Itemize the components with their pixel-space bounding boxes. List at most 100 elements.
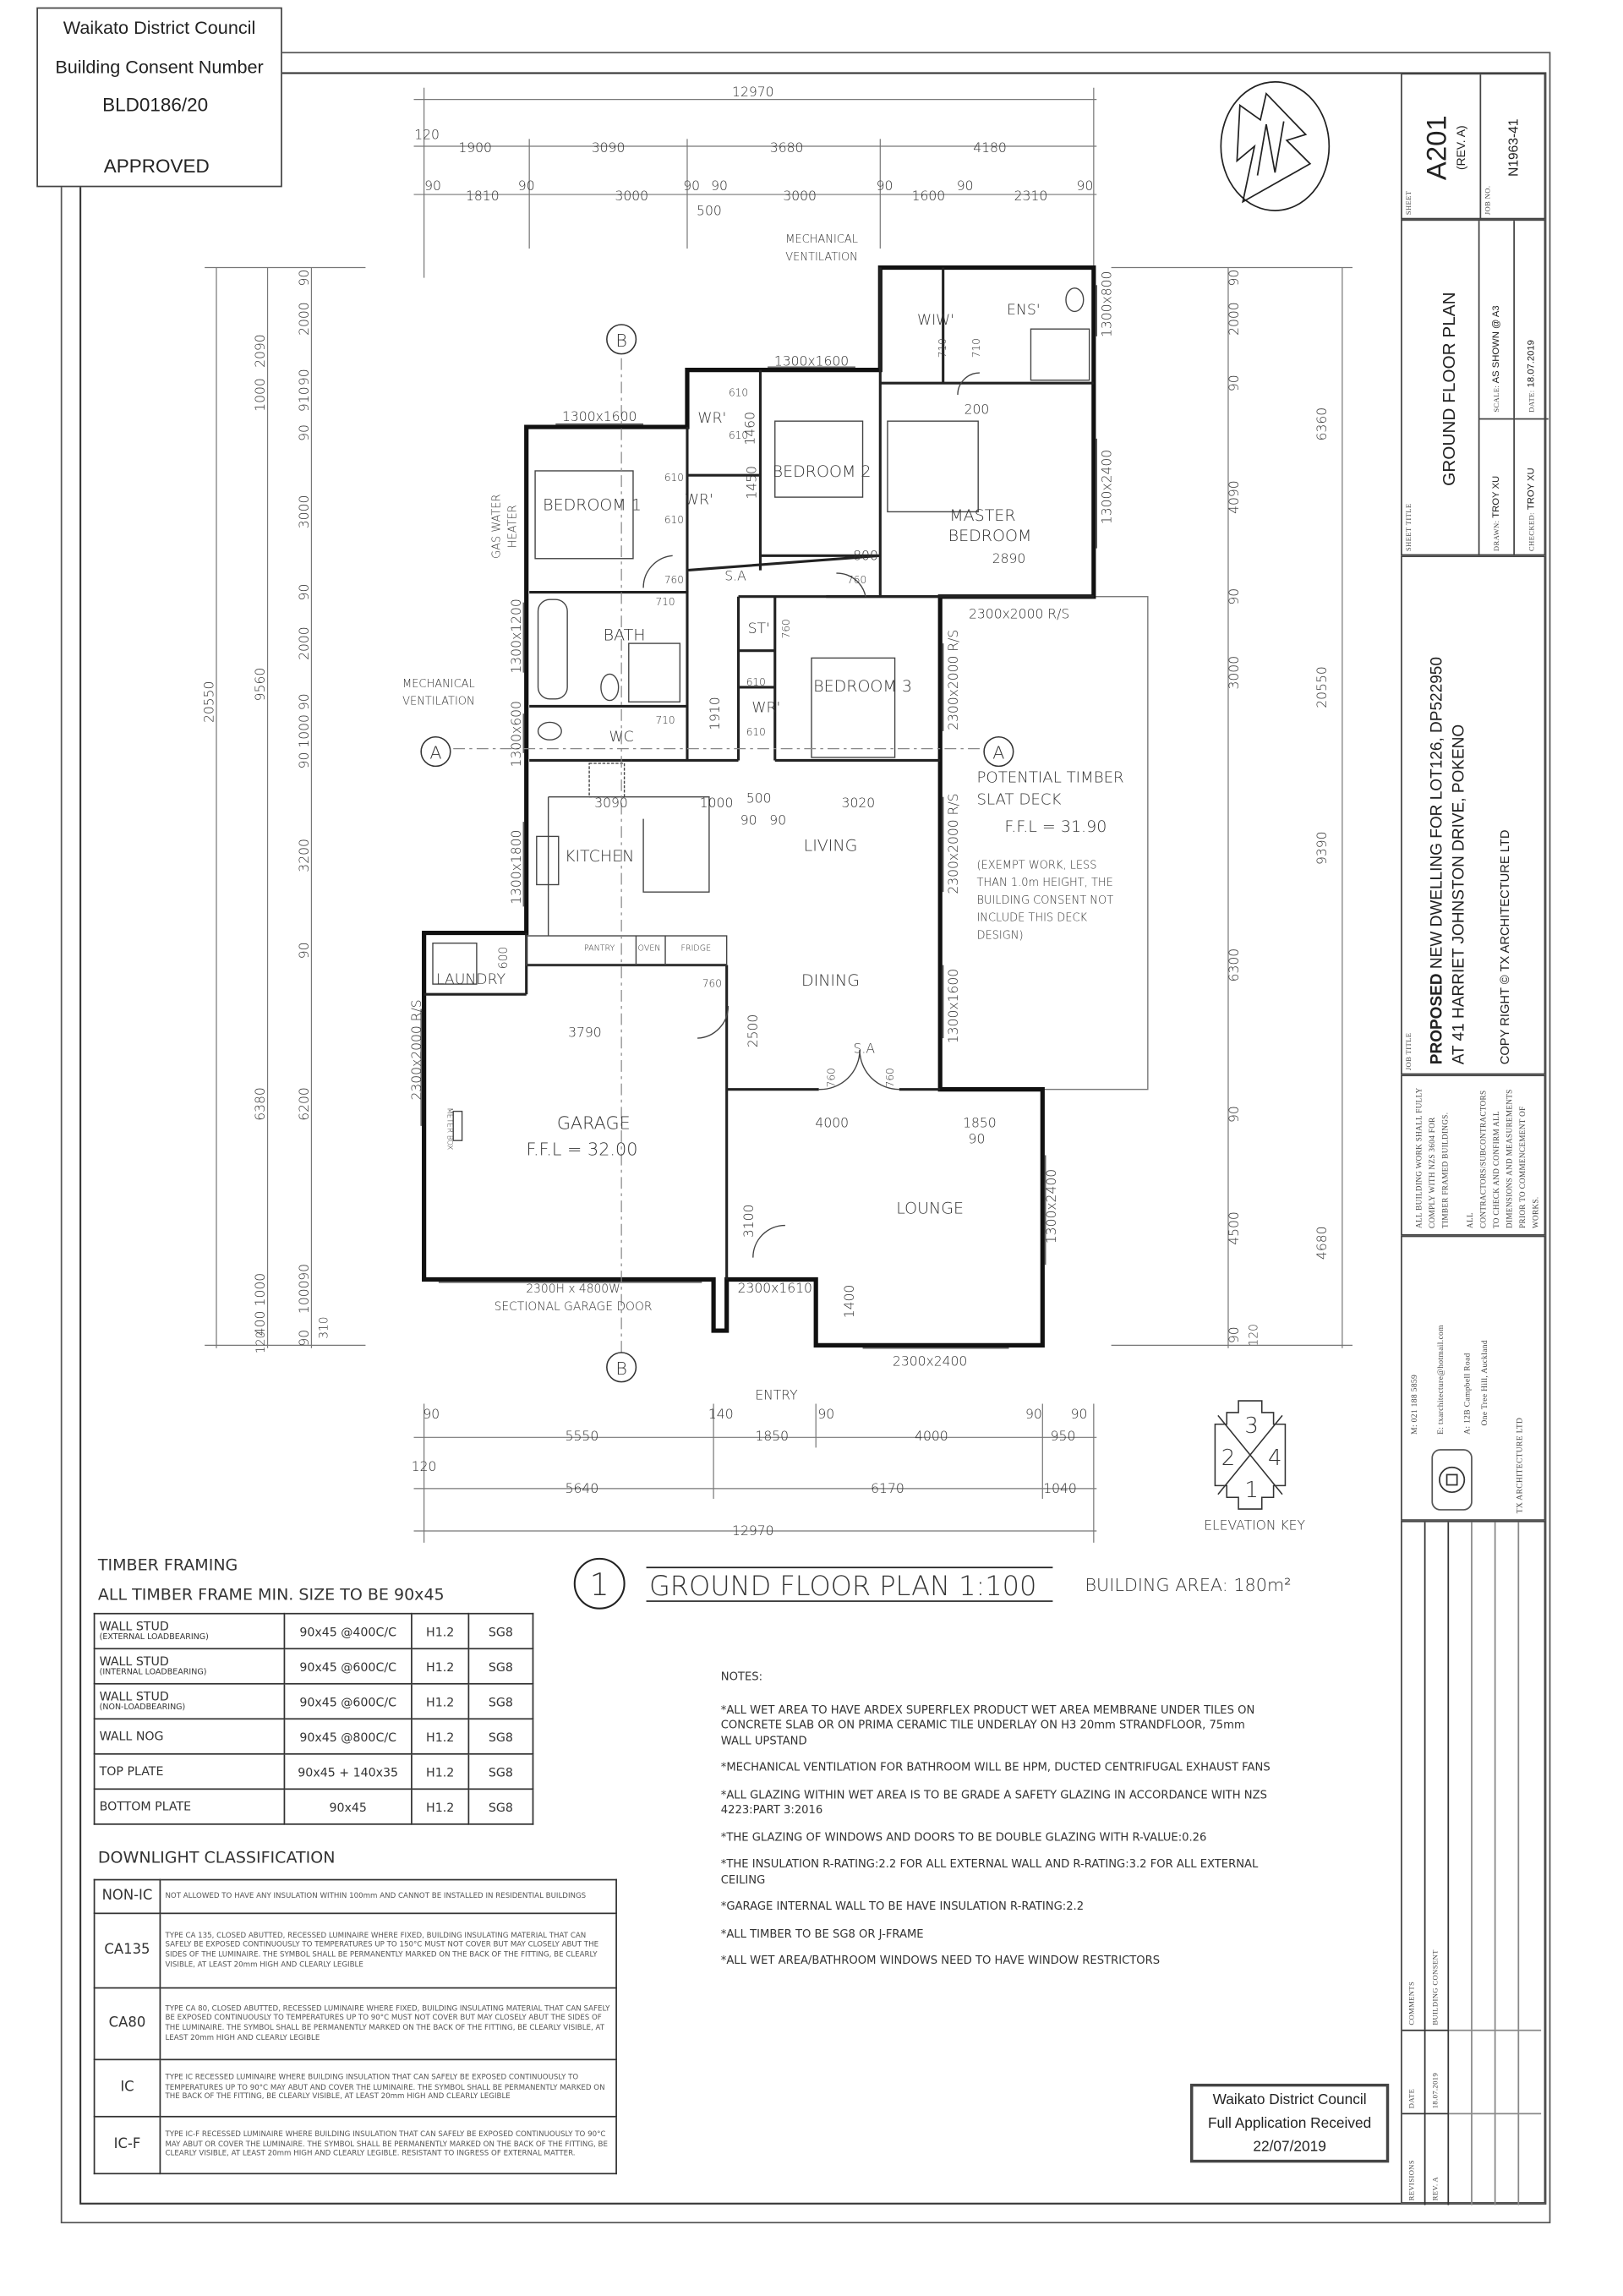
dimension-label: 90 <box>877 178 893 194</box>
cooktop <box>588 763 626 798</box>
dimension-label: 2000 <box>1227 302 1242 336</box>
dimension-label: 3000 <box>615 189 648 204</box>
notes-title: NOTES: <box>720 1670 763 1683</box>
timber-framing-table: WALL STUD(EXTERNAL LOADBEARING) 90x45 @4… <box>93 1612 534 1825</box>
plan-annotation: VENTILATION <box>785 251 858 264</box>
plan-annotation: BUILDING CONSENT NOT <box>976 894 1113 907</box>
section-marker-label: B <box>615 1358 627 1379</box>
timber-framing-subtitle: ALL TIMBER FRAME MIN. SIZE TO BE 90x45 <box>97 1585 445 1604</box>
contact-address-1: A: 12B Campbell Road <box>1463 1353 1473 1435</box>
room-label: OVEN <box>638 943 661 953</box>
window-size-label: 2300x2000 R/S <box>946 793 961 894</box>
dimension-label: 5640 <box>566 1481 599 1496</box>
section-lines <box>453 358 983 1353</box>
dimension-label: 90 <box>297 752 312 769</box>
downlight-row: CA80 TYPE CA 80, CLOSED ABUTTED, RECESSE… <box>93 1987 617 2061</box>
general-notes-cell: ALL BUILDING WORK SHALL FULLY COMPLY WIT… <box>1401 1074 1546 1236</box>
note-item: *ALL TIMBER TO BE SG8 OR J-FRAME <box>720 1926 924 1940</box>
consent-number: BLD0186/20 <box>102 93 209 116</box>
dimension-label: 760 <box>664 574 684 586</box>
room-label: KITCHEN <box>565 847 634 866</box>
outer-frame <box>60 52 1551 2224</box>
inner-frame <box>79 72 1547 2205</box>
dimension-label: 1000 <box>700 795 734 811</box>
dimension-label: 760 <box>702 978 722 990</box>
revisions-cell: REVISIONS DATE COMMENTS REV. A 18.07.201… <box>1401 1520 1546 2206</box>
note-item: *ALL WET AREA/BATHROOM WINDOWS NEED TO H… <box>720 1953 1161 1967</box>
grade-cell: SG8 <box>467 1788 534 1825</box>
room-label: METER BOX <box>445 1107 453 1150</box>
treatment-cell: H1.2 <box>411 1648 470 1685</box>
member-cell: TOP PLATE <box>93 1752 286 1790</box>
plan-annotation: MECHANICAL <box>402 678 475 691</box>
dimension-label: 90 <box>1227 588 1242 605</box>
plan-annotation: SECTIONAL GARAGE DOOR <box>495 1300 653 1314</box>
downlight-row: NON-IC NOT ALLOWED TO HAVE ANY INSULATIO… <box>93 1878 617 1915</box>
downlight-row: CA135 TYPE CA 135, CLOSED ABUTTED, RECES… <box>93 1912 617 1989</box>
member-cell: WALL NOG <box>93 1718 286 1755</box>
timber-row: WALL NOG 90x45 @800C/C H1.2 SG8 <box>93 1718 534 1755</box>
downlight-description: TYPE IC RECESSED LUMINAIRE WHERE BUILDIN… <box>159 2058 617 2118</box>
dimension-label: 90 <box>740 813 757 828</box>
downlight-code: IC-F <box>93 2115 161 2175</box>
dimension-label: 710 <box>970 338 982 358</box>
dimension-lines <box>205 87 1353 1543</box>
section-a-left-marker <box>420 736 451 768</box>
dimension-label: 4180 <box>973 140 1007 156</box>
dimension-label: 760 <box>847 574 866 586</box>
room-label: S.A <box>724 569 746 584</box>
dimension-label: 90 <box>424 178 441 194</box>
note-item: *ALL WET AREA TO HAVE ARDEX SUPERFLEX PR… <box>720 1703 1255 1747</box>
dimension-label: 500 <box>746 791 772 806</box>
received-stamp-label: Full Application Received <box>1207 2115 1372 2132</box>
dimension-label: 200 <box>965 402 990 418</box>
drawing-title: GROUND FLOOR PLAN 1:100 <box>649 1570 1036 1602</box>
kitchen-island <box>547 796 710 937</box>
revisions-table: REVISIONS DATE COMMENTS REV. A 18.07.201… <box>1402 1522 1542 2206</box>
window-size-label: 1300x1600 <box>774 353 849 369</box>
dimension-label: 6200 <box>297 1087 312 1121</box>
dimension-label: 90 <box>297 424 312 441</box>
dimension-label: 610 <box>746 676 766 688</box>
dimension-label: 90 <box>817 1407 834 1422</box>
dimension-label: 3020 <box>842 795 876 811</box>
revision-row-empty <box>1518 1522 1542 2206</box>
section-marker-label: B <box>615 331 627 351</box>
dimension-label: 90 <box>711 178 728 194</box>
checked-label: CHECKED: <box>1529 512 1537 552</box>
timber-row: WALL STUD(NON-LOADBEARING) 90x45 @600C/C… <box>93 1682 534 1720</box>
contact-email[interactable]: E: txarchitecture@hotmail.com <box>1437 1325 1446 1435</box>
dimension-label: 90 <box>683 178 700 194</box>
dimension-label: 20550 <box>1314 666 1330 708</box>
member-name: WALL STUD <box>99 1654 169 1669</box>
timber-framing-title: TIMBER FRAMING <box>97 1555 238 1575</box>
approval-stamp-label: Building Consent Number <box>55 57 264 78</box>
dimension-label: 1400 <box>842 1285 857 1319</box>
dimension-label: 760 <box>884 1068 896 1087</box>
plan-annotation: MECHANICAL <box>785 233 858 246</box>
scale-label: SCALE: <box>1494 385 1502 413</box>
job-number: N1963-41 <box>1506 118 1521 177</box>
dimension-label: 90 <box>1227 1326 1242 1343</box>
member-note: (EXTERNAL LOADBEARING) <box>99 1633 209 1643</box>
notes: NOTES: *ALL WET AREA TO HAVE ARDEX SUPER… <box>721 1670 1276 1981</box>
room-label: BEDROOM 3 <box>813 677 912 696</box>
job-address: AT 41 HARRIET JOHNSTON DRIVE, POKENO <box>1450 724 1468 1065</box>
dimension-label: 3100 <box>741 1205 757 1238</box>
bath-shower <box>628 642 681 702</box>
dimension-label: 610 <box>729 429 748 441</box>
company-name: TX ARCHITECTURE LTD <box>1516 1417 1526 1514</box>
dimension-label: 12970 <box>732 85 773 100</box>
plan-annotation: DESIGN) <box>976 929 1023 942</box>
room-label: PANTRY <box>584 943 615 953</box>
sheet-number-cell: SHEET A201 (REV. A) JOB NO. N1963-41 <box>1401 73 1546 221</box>
note-item: *THE INSULATION R-RATING:2.2 FOR ALL EXT… <box>720 1856 1259 1886</box>
dimension-label: 120 <box>1248 1324 1261 1346</box>
size-cell: 90x45 @600C/C <box>283 1648 413 1685</box>
dimension-label: 90 <box>297 270 312 287</box>
dimension-label: 2310 <box>1014 189 1048 204</box>
plan-annotation: 2300H x 4800W <box>526 1282 620 1296</box>
treatment-cell: H1.2 <box>411 1718 470 1755</box>
